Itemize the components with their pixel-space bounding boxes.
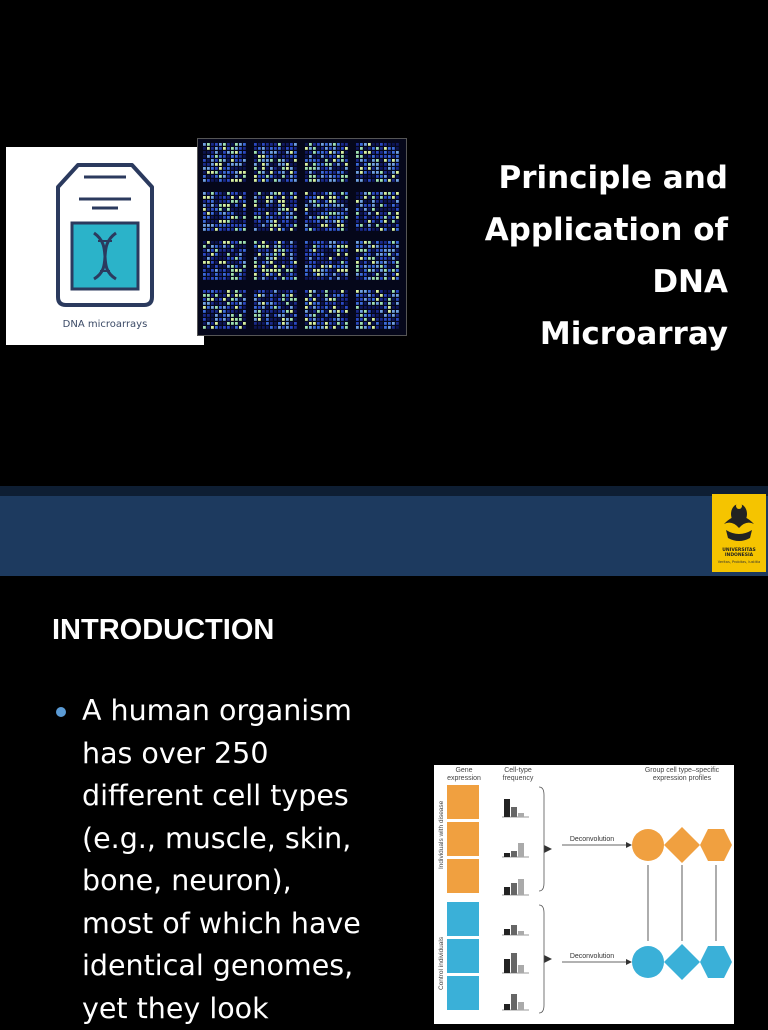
- bullet-dot-icon: [56, 707, 66, 717]
- logo-motto: Veritas, Probitas, Iustitia: [712, 560, 766, 564]
- frequency-bar: [511, 807, 517, 817]
- frequency-bar: [504, 959, 510, 973]
- icon-caption: DNA microarrays: [6, 319, 204, 330]
- frequency-bar: [504, 853, 510, 857]
- section-heading: INTRODUCTION: [52, 614, 274, 647]
- dna-microarray-icon: [6, 147, 204, 345]
- control-row-label: Control individuals: [438, 936, 445, 990]
- bullet-line: has over 250: [82, 733, 401, 776]
- frequency-bar: [518, 843, 524, 857]
- bullet-text: A human organism has over 250 different …: [82, 690, 401, 1030]
- arrow-head: [544, 845, 552, 853]
- microarray-photo: [197, 138, 407, 336]
- deconvolution-label: Deconvolution: [570, 953, 614, 960]
- makara-emblem-icon: [712, 494, 766, 548]
- title-line: Principle and: [428, 152, 728, 204]
- frequency-bar: [518, 879, 524, 895]
- bullet-line: bone, neuron),: [82, 860, 401, 903]
- deconvolution-label: Deconvolution: [570, 836, 614, 843]
- bracket: [539, 787, 544, 891]
- frequency-bar: [518, 1002, 524, 1010]
- control-profile: [632, 946, 664, 978]
- bullet-line: most of which have: [82, 903, 401, 946]
- bullet-line: identical genomes,: [82, 945, 401, 988]
- deconvolution-figure: Gene expression Cell-type frequency Grou…: [434, 765, 734, 1024]
- slide-divider: [0, 486, 768, 496]
- disease-row-label: Individuals with disease: [438, 800, 445, 869]
- disease-profile: [700, 829, 732, 861]
- arrow-head: [626, 959, 632, 965]
- arrow-head: [626, 842, 632, 848]
- bullet-line: (e.g., muscle, skin,: [82, 818, 401, 861]
- frequency-bar: [511, 953, 517, 973]
- frequency-bar: [518, 813, 524, 817]
- arrow-head: [544, 955, 552, 963]
- frequency-bar: [504, 887, 510, 895]
- profiles-header: expression profiles: [653, 775, 712, 782]
- control-sample: [447, 939, 479, 973]
- frequency-bar: [504, 1004, 510, 1010]
- bracket: [539, 905, 544, 1013]
- frequency-bar: [504, 799, 510, 817]
- header-band: [0, 496, 768, 576]
- control-sample: [447, 902, 479, 936]
- disease-sample: [447, 859, 479, 893]
- frequency-bar: [511, 994, 517, 1010]
- deconvolution-diagram: Gene expression Cell-type frequency Grou…: [434, 765, 734, 1024]
- dna-microarray-icon-card: DNA microarrays: [6, 147, 204, 345]
- title-line: Application of: [428, 204, 728, 256]
- frequency-bar: [511, 883, 517, 895]
- frequency-bar: [504, 929, 510, 935]
- control-profile: [664, 944, 700, 980]
- slide-title: Principle and Application of DNA Microar…: [428, 152, 728, 360]
- microarray-grid: [198, 139, 406, 335]
- disease-sample: [447, 785, 479, 819]
- cell-type-frequency-header: frequency: [503, 775, 534, 782]
- university-logo: UNIVERSITAS INDONESIA Veritas, Probitas,…: [712, 494, 766, 572]
- disease-sample: [447, 822, 479, 856]
- title-slide: DNA microarrays Principle and Applicatio…: [0, 0, 768, 486]
- title-line: Microarray: [428, 308, 728, 360]
- bullet-point: A human organism has over 250 different …: [56, 690, 401, 1030]
- frequency-bar: [518, 931, 524, 935]
- bullet-line: different cell types: [82, 775, 401, 818]
- gene-expression-header: expression: [447, 775, 481, 782]
- profiles-header: Group cell type–specific: [645, 767, 720, 774]
- title-line: DNA: [428, 256, 728, 308]
- cell-type-frequency-header: Cell-type: [504, 767, 532, 774]
- control-sample: [447, 976, 479, 1010]
- disease-profile: [664, 827, 700, 863]
- frequency-bar: [511, 925, 517, 935]
- gene-expression-header: Gene: [455, 767, 472, 774]
- control-profile: [700, 946, 732, 978]
- logo-name: UNIVERSITAS INDONESIA: [712, 548, 766, 558]
- bullet-line: A human organism: [82, 690, 401, 733]
- disease-profile: [632, 829, 664, 861]
- frequency-bar: [511, 851, 517, 857]
- frequency-bar: [518, 965, 524, 973]
